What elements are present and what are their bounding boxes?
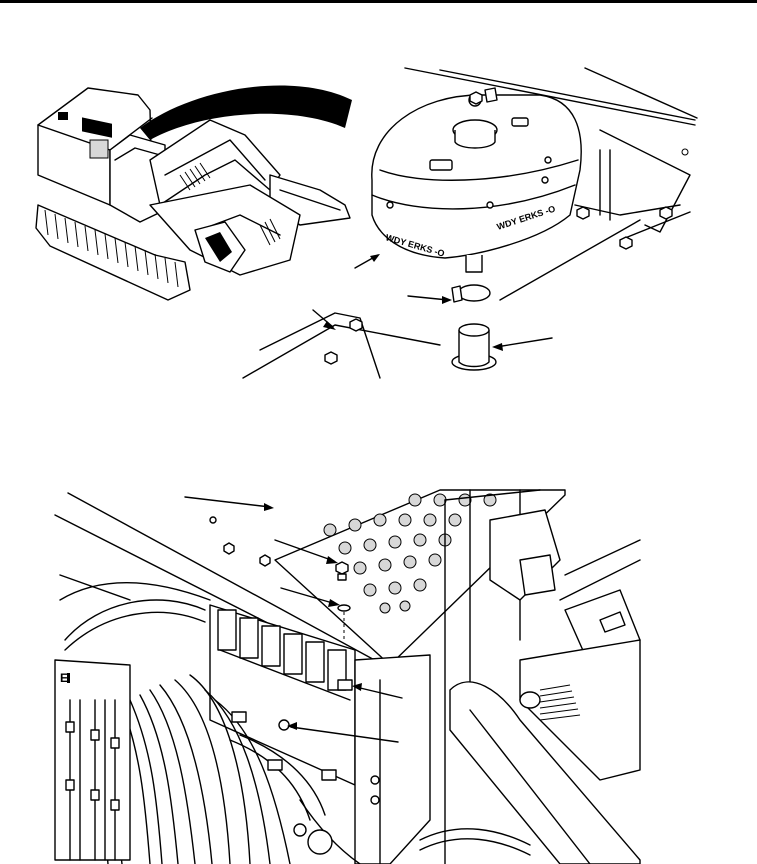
reservoir-drawing: WDY ERKS -O WDY ERKS -O	[242, 67, 698, 379]
header-rule	[0, 0, 757, 3]
panel-label: E	[60, 671, 68, 685]
valve-area-drawing: E	[54, 489, 641, 864]
excavator-drawing	[35, 85, 352, 301]
